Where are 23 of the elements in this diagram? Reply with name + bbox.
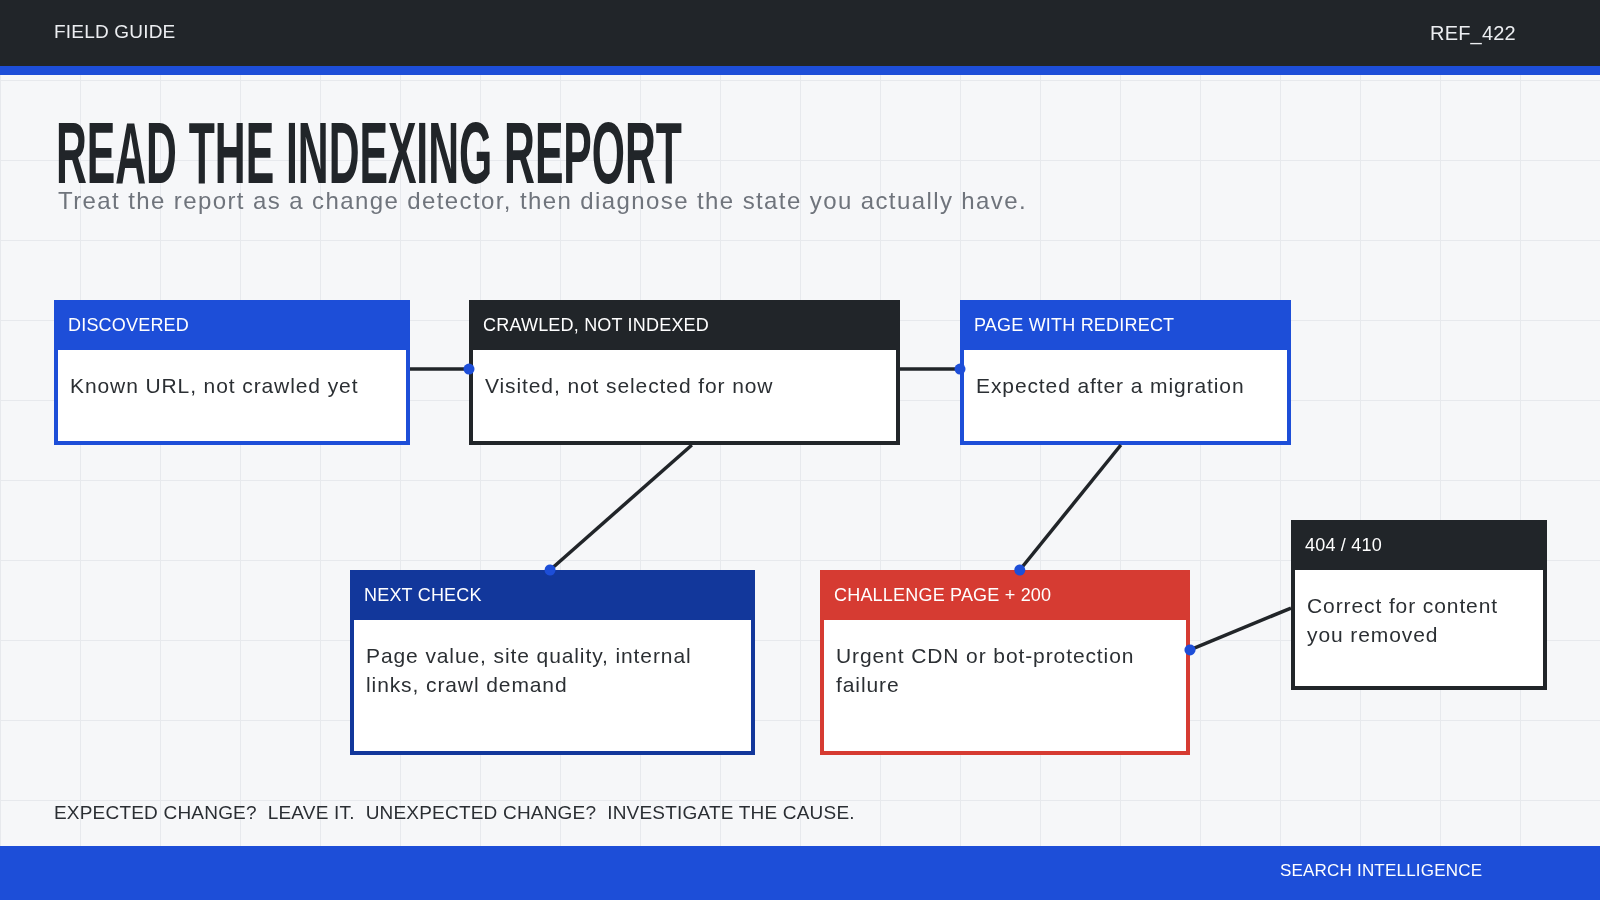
card-description: Expected after a migration	[975, 373, 1246, 399]
status-card	[960, 300, 1291, 445]
card-description: Urgent CDN or bot-protection failure	[835, 643, 1136, 698]
connector-line	[1184, 606, 1292, 656]
card-description: Correct for content you removed	[1306, 593, 1499, 648]
page-title: READ THE INDEXING REPORT	[56, 120, 682, 187]
connector-line	[410, 363, 475, 375]
header-label: FIELD GUIDE	[54, 21, 176, 44]
card-description: Known URL, not crawled yet	[69, 373, 360, 399]
footer-label: SEARCH INTELLIGENCE	[1280, 861, 1483, 882]
status-card	[1291, 520, 1547, 690]
subtitle: Treat the report as a change detector, then diagnose the state you actually have.	[58, 187, 1028, 216]
status-card	[820, 570, 1190, 755]
connector-line	[1014, 443, 1123, 576]
connector-line	[900, 363, 966, 375]
card-description: Visited, not selected for now	[484, 373, 775, 399]
card-description: Page value, site quality, internal links, crawl demand	[365, 643, 693, 698]
status-card	[54, 300, 410, 445]
reference-code: REF_422	[1430, 21, 1516, 45]
status-card	[350, 570, 755, 755]
connector-line	[544, 443, 693, 576]
footer-note: EXPECTED CHANGE? LEAVE IT. UNEXPECTED CHANGE? INVESTIGATE THE CAUSE.	[54, 802, 855, 825]
status-card	[469, 300, 900, 445]
